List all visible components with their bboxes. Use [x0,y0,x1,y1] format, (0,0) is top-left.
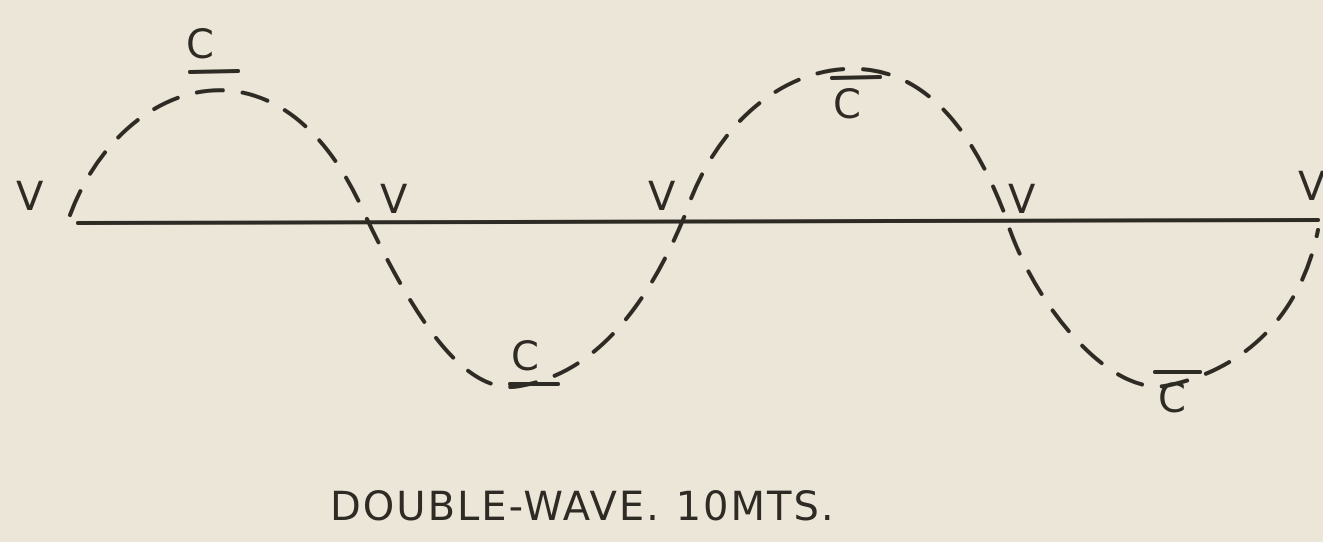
antenna-wire [76,218,1320,225]
current-distribution-curve [68,66,1320,389]
current-label-3: C [833,82,861,128]
voltage-label-4: V [1008,177,1036,223]
voltage-label-5: V [1298,164,1323,210]
diagram-caption: DOUBLE-WAVE. 10MTS. [330,484,836,530]
current-label-4: C [1158,376,1186,422]
voltage-label-2: V [380,177,408,223]
voltage-label-1: V [16,174,44,220]
current-label-1-underline [188,69,240,74]
voltage-label-3: V [648,174,676,220]
current-label-3-overline [830,75,882,80]
current-label-1: C [186,22,214,68]
current-label-2: C [511,334,539,380]
